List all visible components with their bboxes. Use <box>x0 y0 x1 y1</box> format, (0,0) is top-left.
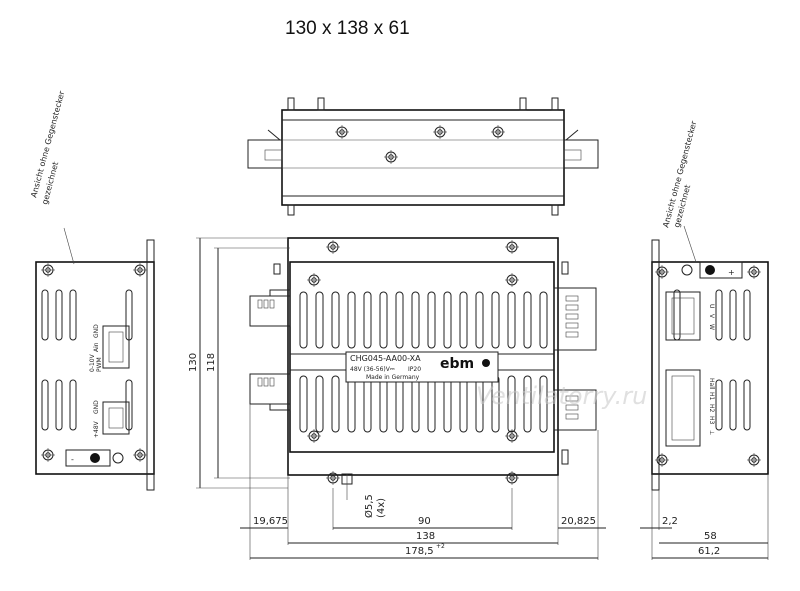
left-ground-terminal <box>90 453 100 463</box>
right-view-hall-connector <box>665 369 701 447</box>
front-view-mounting-plate <box>287 237 559 476</box>
left-label-gnd: GND <box>93 324 100 338</box>
drawing-title: 130 x 138 x 61 <box>285 18 410 39</box>
dim-90: 90 <box>418 516 431 527</box>
dim-20825: 20,825 <box>561 516 596 527</box>
dim-22: 2,2 <box>662 516 678 527</box>
right-label-h2: H2 <box>708 404 715 413</box>
dim-612: 61,2 <box>698 546 720 557</box>
right-earth-symbol-icon <box>681 264 693 276</box>
right-ground-terminal <box>705 265 715 275</box>
right-label-w: W <box>708 324 715 330</box>
dim-19675: 19,675 <box>253 516 288 527</box>
dim-hole-diameter: Ø5,5 <box>363 494 375 518</box>
left-label-48v: +48V <box>93 420 100 438</box>
dim-58: 58 <box>704 531 717 542</box>
label-made-in: Made in Germany <box>366 374 420 381</box>
label-plate <box>345 351 499 383</box>
right-label-v: V <box>708 314 715 319</box>
top-view <box>247 97 599 216</box>
right-label-ground: ⊥ <box>708 430 715 435</box>
left-label-ain: Ain <box>93 342 100 352</box>
right-plus-label: + <box>728 268 735 277</box>
left-view-signal-connector <box>102 325 130 369</box>
left-label-0-10v: 0-10V <box>89 353 96 372</box>
watermark: Ventilatorry.ru <box>476 382 647 410</box>
right-label-h1: H1 <box>708 392 715 401</box>
right-label-u: U <box>708 304 715 308</box>
front-right-connector-top <box>553 287 597 351</box>
right-side-view: U V W Hall H1 H2 H3 ⊥ + Ansicht ohne Geg… <box>640 119 769 560</box>
top-view-body <box>281 109 565 206</box>
ebm-logo-fan-icon <box>482 359 490 367</box>
left-side-view: 0-10V PWM Ain GND +48V GND - Ansicht ohn… <box>29 89 155 491</box>
right-view-motor-connector <box>665 291 701 341</box>
dim-1785: 178,5 <box>405 546 434 557</box>
ebm-logo: ebm <box>440 356 474 372</box>
dim-1785-tolerance: +2 <box>436 543 445 550</box>
dim-130: 130 <box>188 353 199 372</box>
left-label-gnd-power: GND <box>93 400 100 414</box>
label-model: CHG045-AA00-XA <box>350 354 421 363</box>
left-minus-label: - <box>71 455 74 464</box>
left-view-power-connector <box>102 401 130 435</box>
dim-hole-count: (4x) <box>376 498 387 518</box>
front-view-dimensions: 130 118 19,675 90 20,825 138 178,5 +2 <box>188 237 606 560</box>
right-label-hall: Hall <box>708 378 715 390</box>
left-label-pwm: PWM <box>96 357 103 372</box>
left-earth-symbol-icon <box>112 452 124 464</box>
front-view: CHG045-AA00-XA 48V (36-56)V⎓ IP20 Made i… <box>249 237 597 518</box>
right-view-body <box>651 261 769 475</box>
front-right-connector-bottom <box>553 389 597 431</box>
dim-118: 118 <box>206 353 217 372</box>
label-ip: IP20 <box>408 366 421 373</box>
front-view-housing <box>289 261 555 453</box>
dim-138: 138 <box>416 531 435 542</box>
label-voltage: 48V (36-56)V⎓ <box>350 366 395 373</box>
right-label-h3: H3 <box>708 416 715 425</box>
